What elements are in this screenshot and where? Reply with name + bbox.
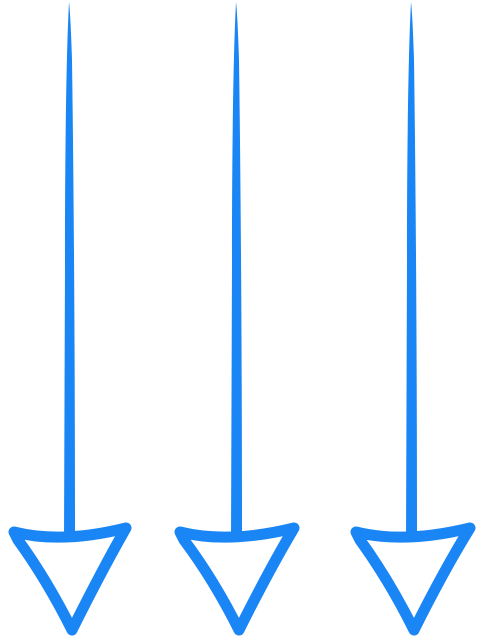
left-arrow [8,2,132,636]
right-arrow-shaft [406,2,417,540]
middle-arrow-head-inner [206,544,272,608]
middle-arrow-head [174,522,300,636]
left-arrow-head [8,522,132,636]
left-arrow-shaft [64,2,75,540]
right-arrow [350,2,476,636]
left-arrow-head-inner [40,544,104,608]
middle-arrow [174,2,300,636]
right-arrow-head-inner [382,544,448,608]
middle-arrow-shaft [231,2,242,540]
right-arrow-head [350,522,476,636]
